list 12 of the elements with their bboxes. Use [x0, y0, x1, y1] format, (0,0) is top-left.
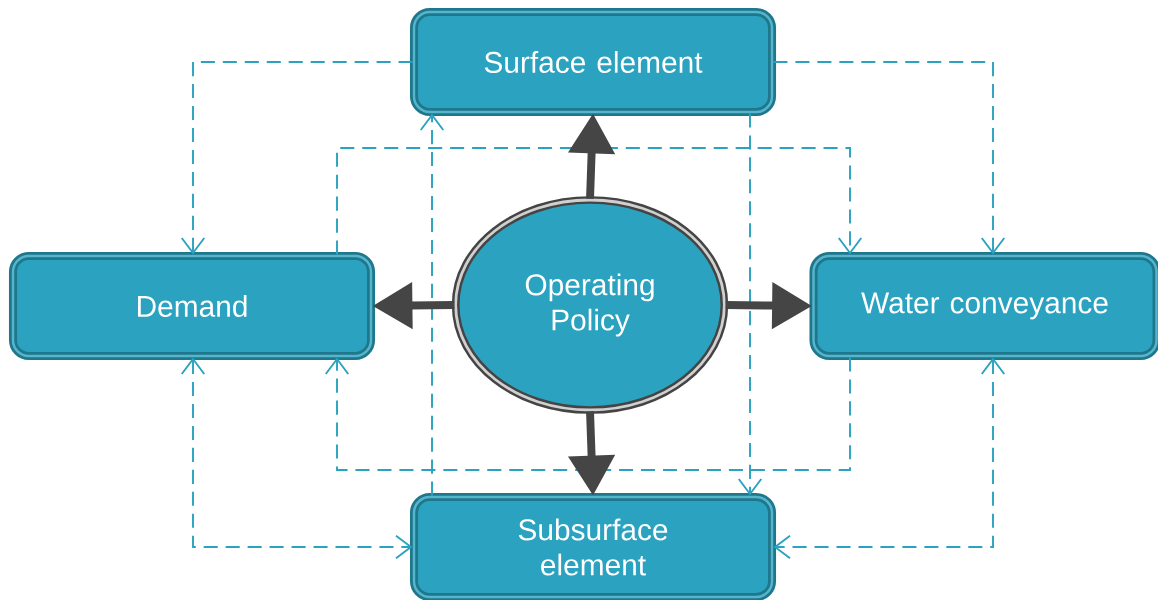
dashed-arrow — [180, 61, 414, 255]
process-box: Demand — [8, 251, 376, 361]
dashed-arrow — [419, 113, 445, 497]
process-box: Surface element — [409, 7, 777, 117]
dashed-arrow — [737, 112, 763, 496]
dashed-arrow — [772, 61, 1006, 255]
dashed-arrow — [180, 357, 413, 560]
process-box: Subsurface element — [409, 492, 777, 600]
process-box: Water conveyance — [809, 251, 1158, 361]
dashed-arrow — [324, 356, 851, 471]
dashed-arrow — [773, 357, 1006, 560]
dashed-arrow — [336, 147, 863, 256]
